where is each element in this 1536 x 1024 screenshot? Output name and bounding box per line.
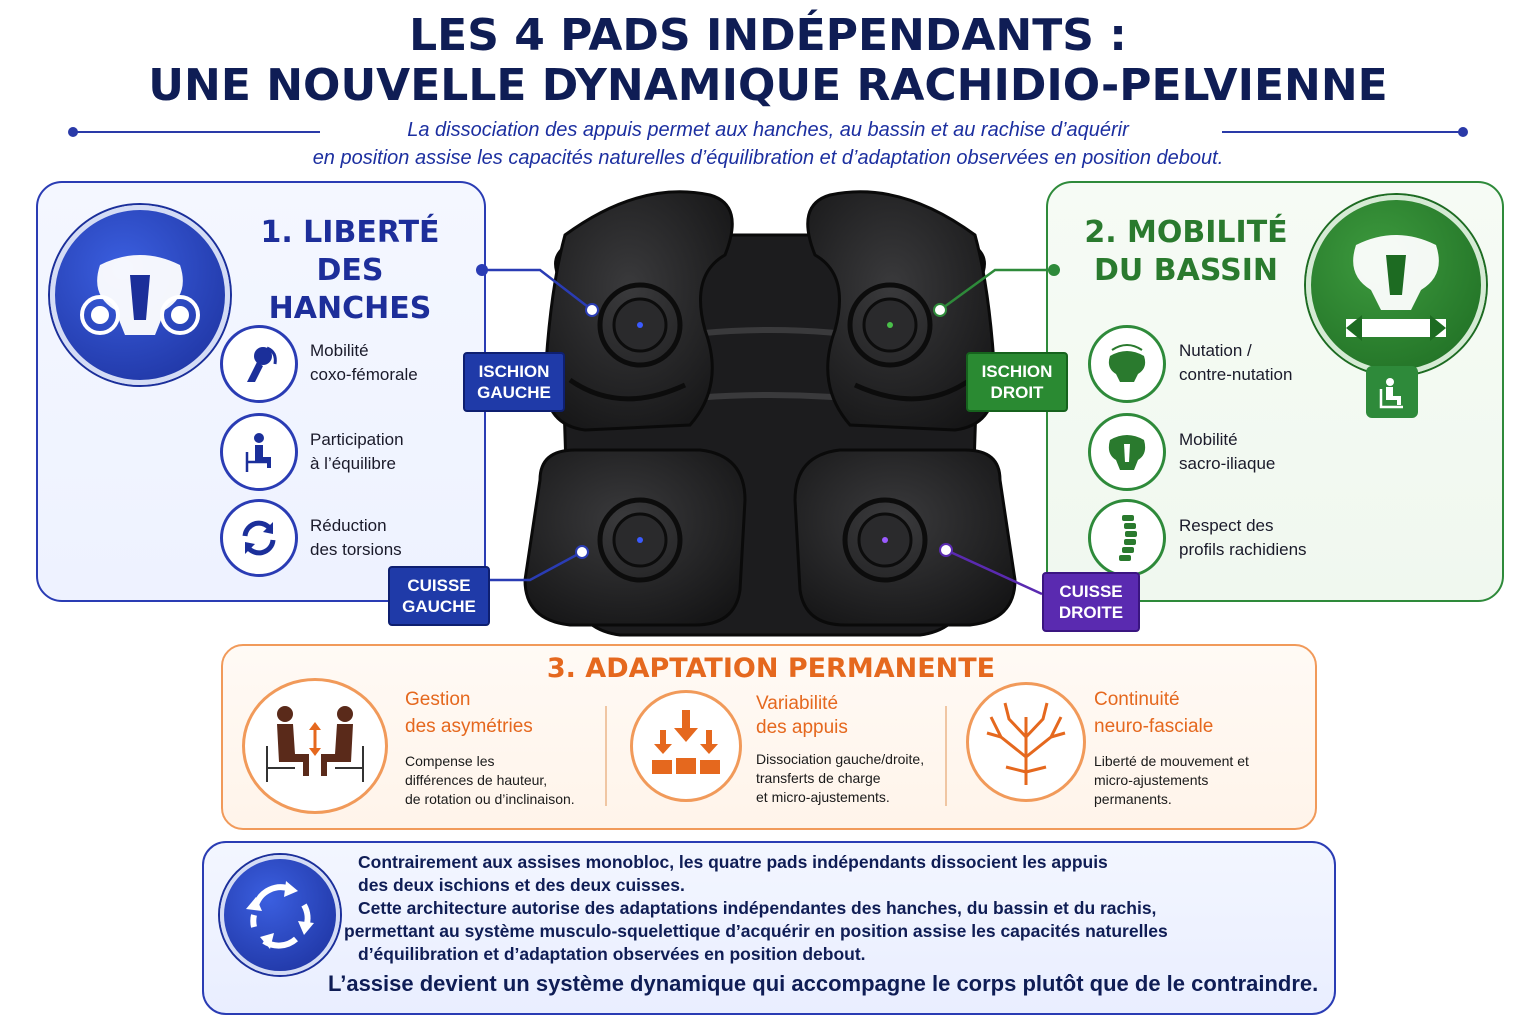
hip-item-2-line1: Participation bbox=[310, 430, 404, 449]
tag-ischion-droit-line1: ISCHION bbox=[981, 362, 1053, 381]
pelvis-item-3-line1: Respect des bbox=[1179, 516, 1274, 535]
subtitle-line2: en position assise les capacités naturel… bbox=[312, 147, 1224, 169]
tag-cuisse-gauche-line2: GAUCHE bbox=[402, 597, 476, 616]
subtitle-line1: La dissociation des appuis permet aux ha… bbox=[407, 119, 1129, 141]
seated-badge-icon bbox=[1366, 366, 1418, 418]
adapt-divider-1 bbox=[605, 706, 607, 806]
pelvis-nutation-icon bbox=[1088, 325, 1166, 403]
hip-item-3-line1: Réduction bbox=[310, 516, 387, 535]
adapt-col1-desc2: différences de hauteur, bbox=[405, 772, 548, 788]
adapt-col1-head2: des asymétries bbox=[405, 716, 533, 737]
adapt-col2-desc3: et micro-ajustements. bbox=[756, 789, 890, 805]
adaptation-panel bbox=[221, 644, 1317, 830]
tag-ischion-gauche: ISCHION GAUCHE bbox=[463, 352, 565, 412]
subtitle-divider-right bbox=[1222, 131, 1462, 133]
hip-freedom-title-line1: 1. LIBERTÉ bbox=[260, 215, 440, 250]
tag-ischion-gauche-line1: ISCHION bbox=[478, 362, 550, 381]
summary-line3: Cette architecture autorise des adaptati… bbox=[358, 898, 1157, 918]
adapt-col3-head1: Continuité bbox=[1094, 689, 1180, 710]
subtitle-dot-right bbox=[1458, 127, 1468, 137]
subtitle-divider-left bbox=[75, 131, 320, 133]
load-transfer-icon bbox=[630, 690, 742, 802]
adapt-col2-desc1: Dissociation gauche/droite, bbox=[756, 751, 925, 767]
adapt-col1-head1: Gestion bbox=[405, 689, 471, 710]
pelvis-mobility-title-line2: DU BASSIN bbox=[1094, 253, 1278, 288]
pelvis-mobility-title-line1: 2. MOBILITÉ bbox=[1084, 215, 1288, 250]
tag-ischion-droit-line2: DROIT bbox=[990, 383, 1044, 402]
summary-conclusion: L’assise devient un système dynamique qu… bbox=[328, 971, 1319, 996]
adapt-divider-2 bbox=[945, 706, 947, 806]
hip-freedom-title-line2: DES HANCHES bbox=[268, 253, 432, 326]
hip-item-2-line2: à l’équilibre bbox=[310, 454, 396, 473]
tag-cuisse-droite-line2: DROITE bbox=[1058, 603, 1124, 622]
pelvis-icon bbox=[1088, 413, 1166, 491]
adaptation-title: 3. ADAPTATION PERMANENTE bbox=[546, 653, 996, 684]
spine-icon bbox=[1088, 499, 1166, 577]
summary-line4: permettant au système musculo-squelettiq… bbox=[344, 921, 1168, 941]
pelvis-balance-emblem-icon bbox=[1306, 195, 1486, 375]
tag-ischion-gauche-line2: GAUCHE bbox=[477, 383, 551, 402]
main-title-line2: UNE NOUVELLE DYNAMIQUE RACHIDIO-PELVIENN… bbox=[148, 60, 1388, 111]
summary-line5: d’équilibration et d’adaptation observée… bbox=[358, 944, 866, 964]
asymmetry-icon bbox=[242, 678, 388, 814]
hip-item-1-line1: Mobilité bbox=[310, 341, 369, 360]
pelvis-item-3-line2: profils rachidiens bbox=[1179, 540, 1307, 559]
nerve-tree-icon bbox=[966, 682, 1086, 802]
summary-panel bbox=[202, 841, 1336, 1015]
cycle-arrows-icon bbox=[220, 855, 340, 975]
tag-ischion-droit: ISCHION DROIT bbox=[966, 352, 1068, 412]
pelvis-hip-emblem-icon bbox=[50, 205, 230, 385]
main-title-line1: LES 4 PADS INDÉPENDANTS : bbox=[409, 10, 1127, 61]
adapt-col2-head2: des appuis bbox=[756, 717, 848, 738]
tag-cuisse-droite-line1: CUISSE bbox=[1059, 582, 1123, 601]
pelvis-item-1-line2: contre-nutation bbox=[1179, 365, 1293, 384]
tag-cuisse-droite: CUISSE DROITE bbox=[1042, 572, 1140, 632]
adapt-col2-head1: Variabilité bbox=[756, 693, 839, 714]
hip-joint-icon bbox=[220, 325, 298, 403]
pelvis-item-1-line1: Nutation / bbox=[1179, 341, 1252, 360]
subtitle-dot-left bbox=[68, 127, 78, 137]
pelvis-item-2-line2: sacro-iliaque bbox=[1179, 454, 1276, 473]
four-pad-cushion bbox=[523, 190, 1017, 637]
tag-cuisse-gauche-line1: CUISSE bbox=[407, 576, 471, 595]
hip-item-3-line2: des torsions bbox=[310, 540, 402, 559]
summary-line1: Contrairement aux assises monobloc, les … bbox=[358, 852, 1108, 872]
summary-line2: des deux ischions et des deux cuisses. bbox=[358, 875, 685, 895]
adapt-col1-desc1: Compense les bbox=[405, 753, 495, 769]
tag-cuisse-gauche: CUISSE GAUCHE bbox=[388, 566, 490, 626]
pelvis-item-2-line1: Mobilité bbox=[1179, 430, 1238, 449]
adapt-col3-head2: neuro-fasciale bbox=[1094, 716, 1214, 737]
adapt-col1-desc3: de rotation ou d’inclinaison. bbox=[405, 791, 575, 807]
rotation-arrows-icon bbox=[220, 499, 298, 577]
hip-item-1-line2: coxo-fémorale bbox=[310, 365, 418, 384]
adapt-col3-desc3: permanents. bbox=[1094, 791, 1172, 807]
adapt-col3-desc2: micro-ajustements bbox=[1094, 772, 1209, 788]
adapt-col2-desc2: transferts de charge bbox=[756, 770, 881, 786]
seated-person-icon bbox=[220, 413, 298, 491]
adapt-col3-desc1: Liberté de mouvement et bbox=[1094, 753, 1249, 769]
